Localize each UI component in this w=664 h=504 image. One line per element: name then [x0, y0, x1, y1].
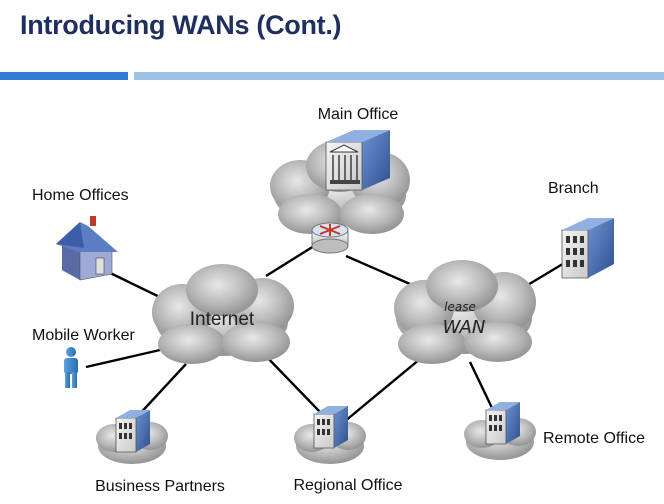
branch-label: Branch: [548, 180, 599, 197]
person-icon: [64, 347, 78, 388]
link-partners-internet: [135, 363, 187, 419]
remote-office-label: Remote Office: [543, 430, 645, 447]
title-underline-bar: [134, 72, 664, 80]
wan-annotation: lease: [444, 300, 476, 314]
building-icon: [561, 218, 614, 279]
main-office-label: Main Office: [318, 106, 399, 123]
business-partners-label: Business Partners: [95, 478, 225, 495]
building-icon: [485, 402, 520, 445]
link-mobile-internet: [85, 348, 161, 369]
link-router-wan: [345, 254, 411, 286]
internet-cloud-label: Internet: [190, 309, 255, 330]
building-icon: [115, 410, 150, 453]
bank-icon: [325, 130, 390, 191]
link-regional-wan: [343, 353, 427, 423]
regional-office-label: Regional Office: [293, 477, 402, 494]
house-icon: [56, 216, 118, 281]
title-accent-bar: [0, 72, 128, 80]
slide-title: Introducing WANs (Cont.): [20, 10, 342, 40]
link-wan-branch: [525, 260, 567, 288]
cloud-icon: [152, 264, 294, 364]
link-internet-regional: [261, 351, 321, 413]
building-icon: [313, 406, 348, 449]
home-offices-label: Home Offices: [32, 187, 129, 204]
router-icon: [311, 222, 349, 254]
mobile-worker-label: Mobile Worker: [32, 327, 136, 344]
link-internet-router: [265, 244, 315, 278]
cloud-icon: [394, 260, 536, 364]
wan-cloud-label: WAN: [443, 317, 486, 338]
link-wan-remote: [468, 361, 496, 413]
